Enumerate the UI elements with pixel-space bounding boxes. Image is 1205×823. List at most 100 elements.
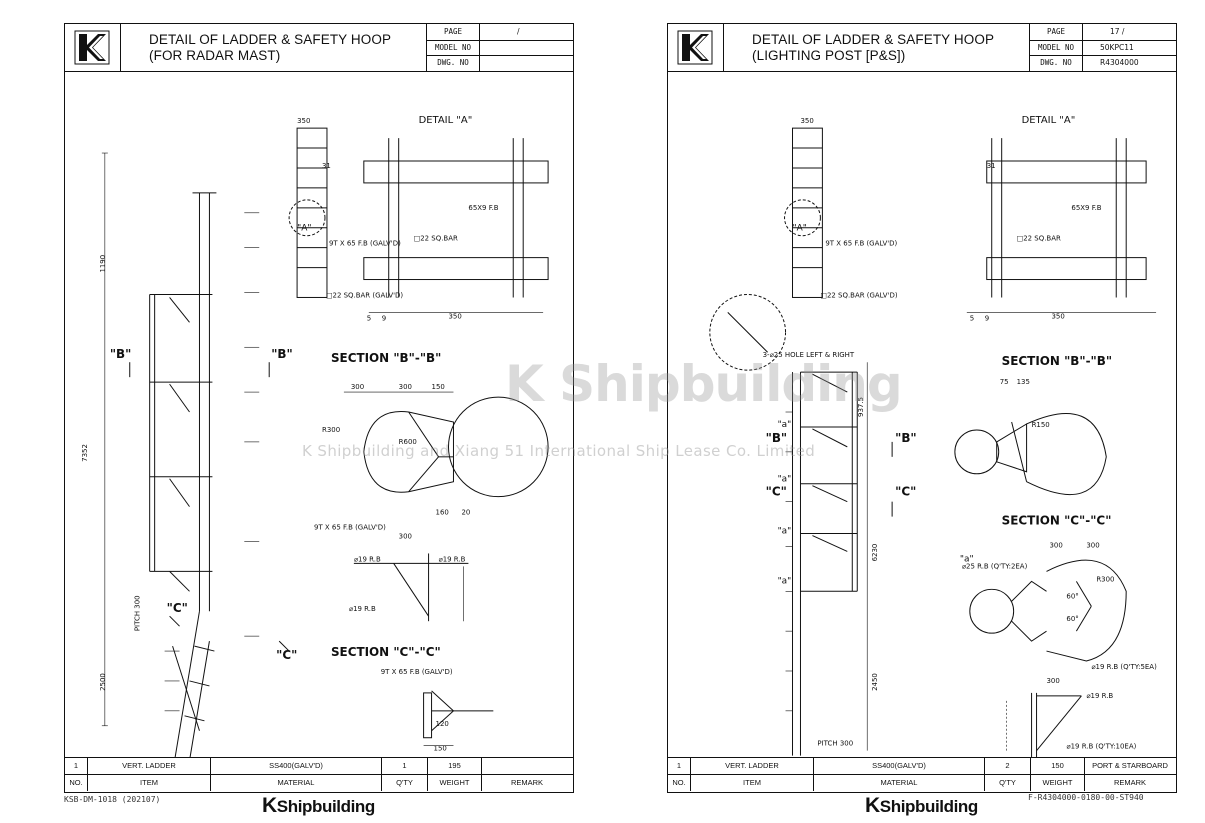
dim-120: 120: [436, 720, 449, 728]
bom-cell: 1: [382, 758, 428, 774]
meta-key: MODEL NO: [1030, 39, 1083, 56]
dim-20: 20: [461, 509, 470, 517]
watermark-logo: K Shipbuilding: [505, 355, 903, 413]
form-code: KSB-DM-1018 (202107): [64, 795, 161, 804]
label-r150: R150: [1032, 421, 1050, 429]
label-fb2: 65X9 F.B: [1071, 204, 1101, 212]
meta-row-model: MODEL NO 50KPC11: [1030, 39, 1176, 57]
meta-key: PAGE: [1030, 24, 1083, 40]
form-code: F-R4304000-0180-00-ST940: [1028, 793, 1144, 802]
bom-head: REMARK: [510, 778, 544, 787]
marker-a-small-2: "a": [778, 475, 792, 485]
watermark-text: K Shipbuilding and Xiang 51 Internationa…: [302, 442, 816, 460]
sheet-title: DETAIL OF LADDER & SAFETY HOOP (LIGHTING…: [752, 32, 994, 64]
meta-value: 50KPC11: [1100, 42, 1134, 52]
label-bar-galvd: □22 SQ.BAR (GALV'D): [820, 291, 897, 299]
label-r300: R300: [322, 426, 340, 434]
label-rb-1: ⌀19 R.B: [354, 555, 381, 563]
meta-key: DWG. NO: [1030, 55, 1083, 71]
bom-header-row: NO. ITEM MATERIAL Q'TY WEIGHT REMARK: [65, 775, 573, 791]
meta-row-dwg: DWG. NO: [427, 55, 573, 71]
bom-head: NO.: [65, 775, 88, 791]
section-c-label: SECTION "C"-"C": [1002, 514, 1112, 528]
marker-b-left: "B": [110, 347, 132, 361]
bill-of-materials: 1 VERT. LADDER SS400(GALV'D) 2 150 PORT …: [668, 757, 1176, 792]
section-b-label: SECTION "B"-"B": [331, 351, 441, 365]
company-logo-icon: [65, 24, 121, 71]
title-line-1: DETAIL OF LADDER & SAFETY HOOP: [149, 32, 392, 47]
bom-head: WEIGHT: [428, 775, 482, 791]
label-r300: R300: [1096, 575, 1114, 583]
dim-5: 5: [367, 314, 371, 322]
dim-2450: 2450: [871, 673, 879, 691]
sheet-title: DETAIL OF LADDER & SAFETY HOOP (FOR RADA…: [149, 32, 391, 64]
label-bar: □22 SQ.BAR: [1017, 235, 1061, 243]
title-block: DETAIL OF LADDER & SAFETY HOOP (LIGHTING…: [668, 24, 1176, 72]
marker-c-right: "C": [276, 648, 297, 662]
meta-row-model: MODEL NO: [427, 39, 573, 57]
bom-head: Q'TY: [985, 775, 1031, 791]
bom-head: MATERIAL: [211, 775, 382, 791]
bom-head: REMARK: [1113, 778, 1147, 787]
section-b-label: SECTION "B"-"B": [1002, 354, 1112, 368]
footer-logo-k: K: [865, 794, 880, 817]
marker-a-small-5: "a": [960, 554, 974, 564]
bom-head: NO.: [668, 775, 691, 791]
dim-2500: 2500: [99, 673, 107, 691]
footer-logo: KShipbuilding: [865, 794, 978, 818]
label-fb2: 65X9 F.B: [468, 204, 498, 212]
footer-logo-text: Shipbuilding: [879, 797, 979, 816]
dim-60-b: 60°: [1066, 615, 1078, 623]
bom-header-row: NO. ITEM MATERIAL Q'TY WEIGHT REMARK: [668, 775, 1176, 791]
bom-cell: SS400(GALV'D): [814, 758, 985, 774]
bom-cell: VERT. LADDER: [88, 758, 211, 774]
marker-b-right: "B": [271, 347, 293, 361]
section-c-label: SECTION "C"-"C": [331, 645, 441, 659]
meta-row-dwg: DWG. NO R4304000: [1030, 55, 1176, 71]
label-rb-qty10: ⌀19 R.B (Q'TY:10EA): [1066, 743, 1136, 751]
meta-value: R4304000: [1100, 58, 1139, 68]
marker-b-right: "B": [895, 431, 917, 445]
dim-300-c: 300: [399, 533, 412, 541]
dim-350-b: 350: [448, 312, 461, 320]
meta-key: DWG. NO: [427, 55, 480, 71]
bom-cell: 1: [668, 758, 691, 774]
dim-150: 150: [432, 383, 445, 391]
dim-300-b: 300: [1086, 541, 1099, 549]
label-bar: □22 SQ.BAR: [414, 235, 458, 243]
marker-a-small-3: "a": [778, 527, 792, 537]
label-rb-2: ⌀19 R.B: [439, 555, 466, 563]
label-pitch: PITCH 300: [817, 740, 853, 748]
label-pitch: PITCH 300: [134, 595, 142, 631]
label-rb: ⌀19 R.B: [1086, 692, 1113, 700]
marker-a: "A": [793, 224, 807, 234]
dim-350: 350: [800, 117, 813, 125]
dim-60-a: 60°: [1066, 592, 1078, 600]
bom-cell: SS400(GALV'D): [211, 758, 382, 774]
dim-937-5: 937.5: [857, 397, 865, 417]
marker-a-small-4: "a": [778, 576, 792, 586]
label-rb-qty5: ⌀19 R.B (Q'TY:5EA): [1091, 663, 1157, 671]
marker-b-left: "B": [766, 431, 788, 445]
company-logo-icon: [668, 24, 724, 71]
meta-key: MODEL NO: [427, 39, 480, 56]
bom-cell: [482, 758, 572, 774]
label-fb: 9T X 65 F.B (GALV'D): [329, 240, 401, 248]
meta-row-page: PAGE /: [427, 24, 573, 41]
bom-row: 1 VERT. LADDER SS400(GALV'D) 1 195: [65, 758, 573, 775]
bom-head: ITEM: [88, 775, 211, 791]
bom-head: WEIGHT: [1031, 775, 1085, 791]
meta-key: PAGE: [427, 24, 480, 40]
title-line-2: (LIGHTING POST [P&S]): [752, 48, 906, 63]
engineering-drawing: DETAIL "A" SECTION "B"-"B" SECTION "C"-"…: [709, 115, 1157, 758]
dim-75: 75: [1000, 378, 1009, 386]
bom-head: MATERIAL: [814, 775, 985, 791]
dim-350-b: 350: [1051, 312, 1064, 320]
dim-150-b: 150: [434, 745, 447, 753]
bom-head: Q'TY: [382, 775, 428, 791]
dim-300-b: 300: [399, 383, 412, 391]
label-fb-bb: 9T X 65 F.B (GALV'D): [314, 524, 386, 532]
marker-c-left: "C": [167, 601, 188, 615]
drawing-sheet-right: DETAIL OF LADDER & SAFETY HOOP (LIGHTING…: [667, 23, 1177, 793]
dim-135: 135: [1017, 378, 1030, 386]
